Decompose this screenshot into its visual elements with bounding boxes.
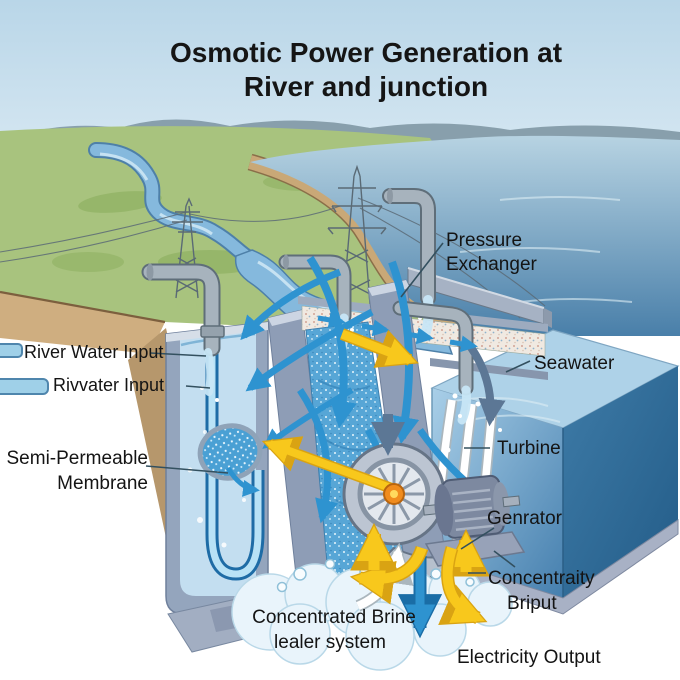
brine-out-arrow-icon [349,545,429,605]
river-input-swatch-icon [0,378,49,395]
turbine-hub-glow [390,490,398,498]
label-electricity-output: Electricity Output [457,647,601,668]
label-concentrate-1: Concentraity [488,568,595,589]
label-generator: Genrator [487,508,563,529]
electricity-output-arrow-icon [438,546,488,625]
generator-assembly [422,474,526,567]
label-concentrate-2: Briput [507,593,557,614]
label-semi-permeable-2: Membrane [57,473,148,494]
page-title-line1: Osmotic Power Generation at [170,37,562,68]
leader-lines [145,242,531,574]
pressure-transfer-arrow-icon [339,328,419,368]
page-title-line2: River and junction [244,71,488,102]
label-river-input: Rivvater Input [53,375,164,395]
river-water-swatch-icon [0,343,23,358]
label-river-water-input: River Water Input [24,342,163,362]
seawater-inflow-arrow-icon [466,343,506,427]
sea-discharge-pipe [392,300,490,425]
label-seawater: Seawater [534,353,615,374]
pylon-left-icon [172,197,203,299]
energy-transfer-arrow-icon [261,436,398,496]
label-pressure-exchanger-2: Exchanger [446,254,538,275]
label-pressure-exchanger-1: Pressure [446,230,522,251]
label-semi-permeable-1: Semi-Permeable [7,448,149,469]
label-brine-2: lealer system [274,632,386,653]
label-turbine: Turbine [497,438,561,459]
label-brine-1: Concentrated Brine [252,607,416,628]
power-lines [0,197,546,319]
u-pipe [205,352,265,581]
